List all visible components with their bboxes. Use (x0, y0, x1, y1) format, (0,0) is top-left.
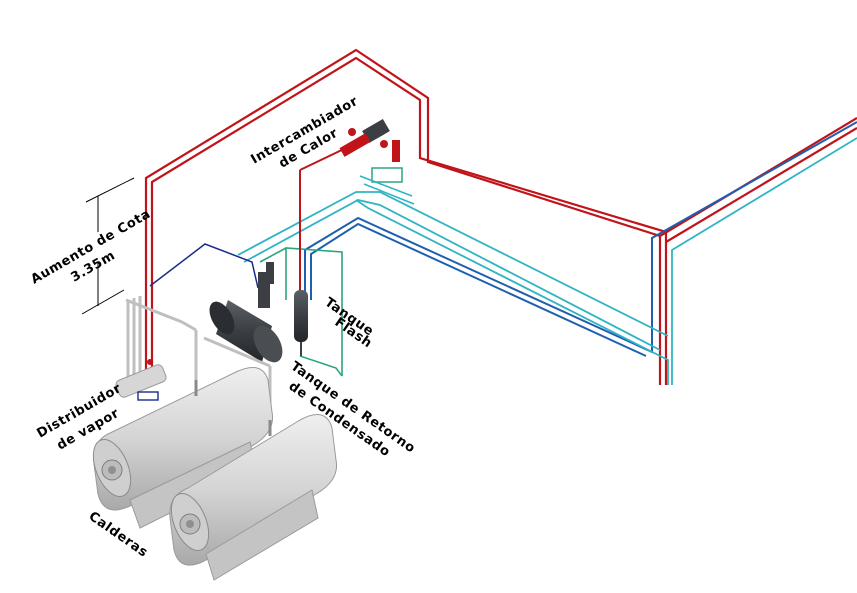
boiler-2 (169, 414, 338, 581)
steam-distributor (115, 296, 272, 420)
teal-return-line (259, 247, 343, 377)
condensate-return-tank (209, 262, 283, 363)
navy-line (149, 243, 259, 289)
flash-tank (294, 290, 308, 356)
heat-exchanger (299, 118, 415, 295)
condensate-blue-line (304, 121, 857, 357)
elevation-dimension (81, 177, 135, 315)
